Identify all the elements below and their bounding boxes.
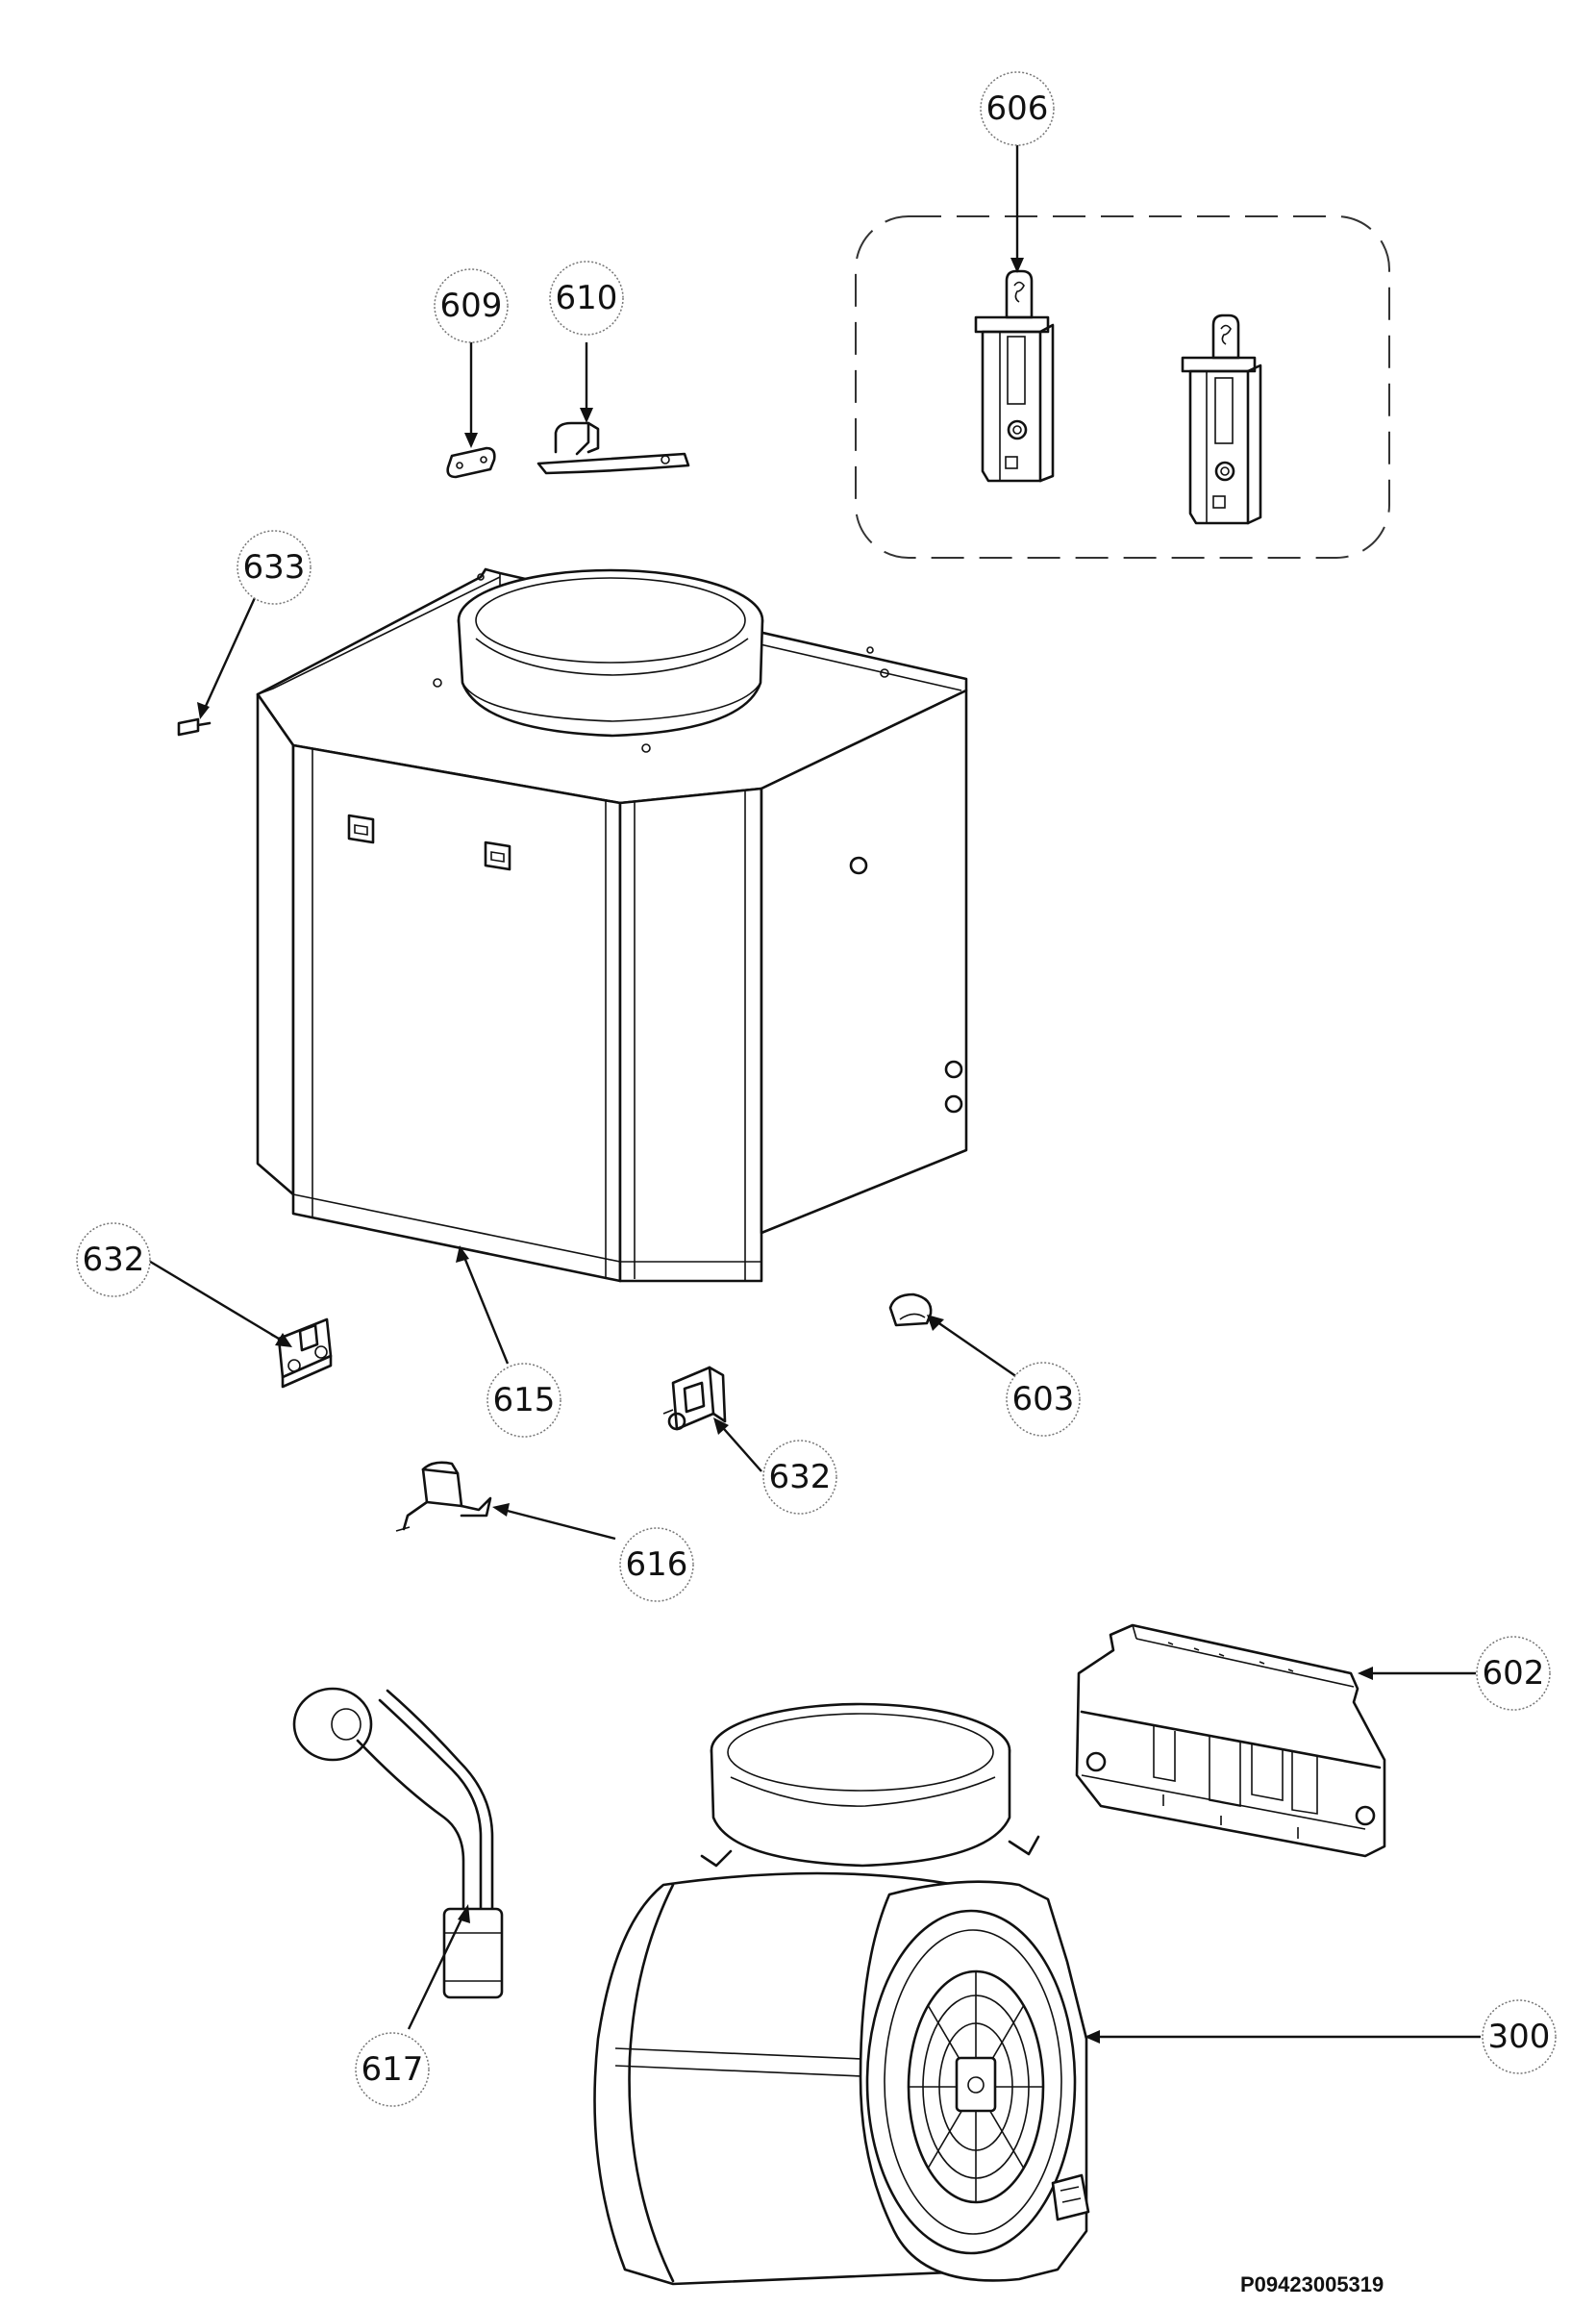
arrowhead bbox=[1010, 258, 1024, 273]
part-603-cap bbox=[888, 1292, 933, 1327]
callout-610: 610 bbox=[549, 261, 624, 336]
callout-label: 603 bbox=[1012, 1380, 1075, 1418]
callout-label: 616 bbox=[626, 1545, 688, 1584]
part-615-housing bbox=[256, 567, 968, 1283]
part-300-blower bbox=[593, 1702, 1090, 2286]
callout-602: 602 bbox=[1476, 1636, 1551, 1711]
callout-label: 300 bbox=[1488, 2018, 1551, 2056]
callout-606: 606 bbox=[980, 71, 1055, 146]
part-632-clip-left bbox=[270, 1317, 333, 1389]
callout-300: 300 bbox=[1482, 1999, 1557, 2074]
part-616-switch bbox=[395, 1461, 492, 1532]
part-609-plate bbox=[446, 446, 496, 479]
part-606-brackets bbox=[855, 215, 1390, 559]
callout-label: 617 bbox=[362, 2050, 424, 2089]
part-632-clip-center bbox=[662, 1366, 727, 1431]
leader-lines bbox=[146, 145, 1481, 2044]
callout-label: 610 bbox=[556, 279, 618, 317]
callout-632-center: 632 bbox=[762, 1440, 837, 1515]
callout-609: 609 bbox=[434, 268, 509, 343]
part-617-capacitor bbox=[292, 1687, 504, 1999]
callout-label: 632 bbox=[769, 1458, 832, 1496]
callout-632-left: 632 bbox=[76, 1222, 151, 1297]
callout-label: 609 bbox=[440, 287, 503, 325]
callout-616: 616 bbox=[619, 1527, 694, 1602]
callout-label: 633 bbox=[243, 548, 306, 587]
part-602-plate bbox=[1075, 1623, 1386, 1858]
group-outline bbox=[855, 215, 1390, 559]
callout-617: 617 bbox=[355, 2032, 430, 2107]
callout-603: 603 bbox=[1006, 1362, 1081, 1437]
callout-label: 606 bbox=[986, 89, 1049, 128]
part-633-screw bbox=[177, 717, 212, 737]
callout-615: 615 bbox=[486, 1363, 561, 1438]
callout-label: 615 bbox=[493, 1381, 556, 1419]
callout-label: 632 bbox=[83, 1241, 145, 1279]
document-code: P09423005319 bbox=[1240, 2272, 1384, 2296]
callout-label: 602 bbox=[1483, 1654, 1545, 1693]
part-610-clip bbox=[536, 421, 690, 475]
callout-633: 633 bbox=[237, 530, 312, 605]
